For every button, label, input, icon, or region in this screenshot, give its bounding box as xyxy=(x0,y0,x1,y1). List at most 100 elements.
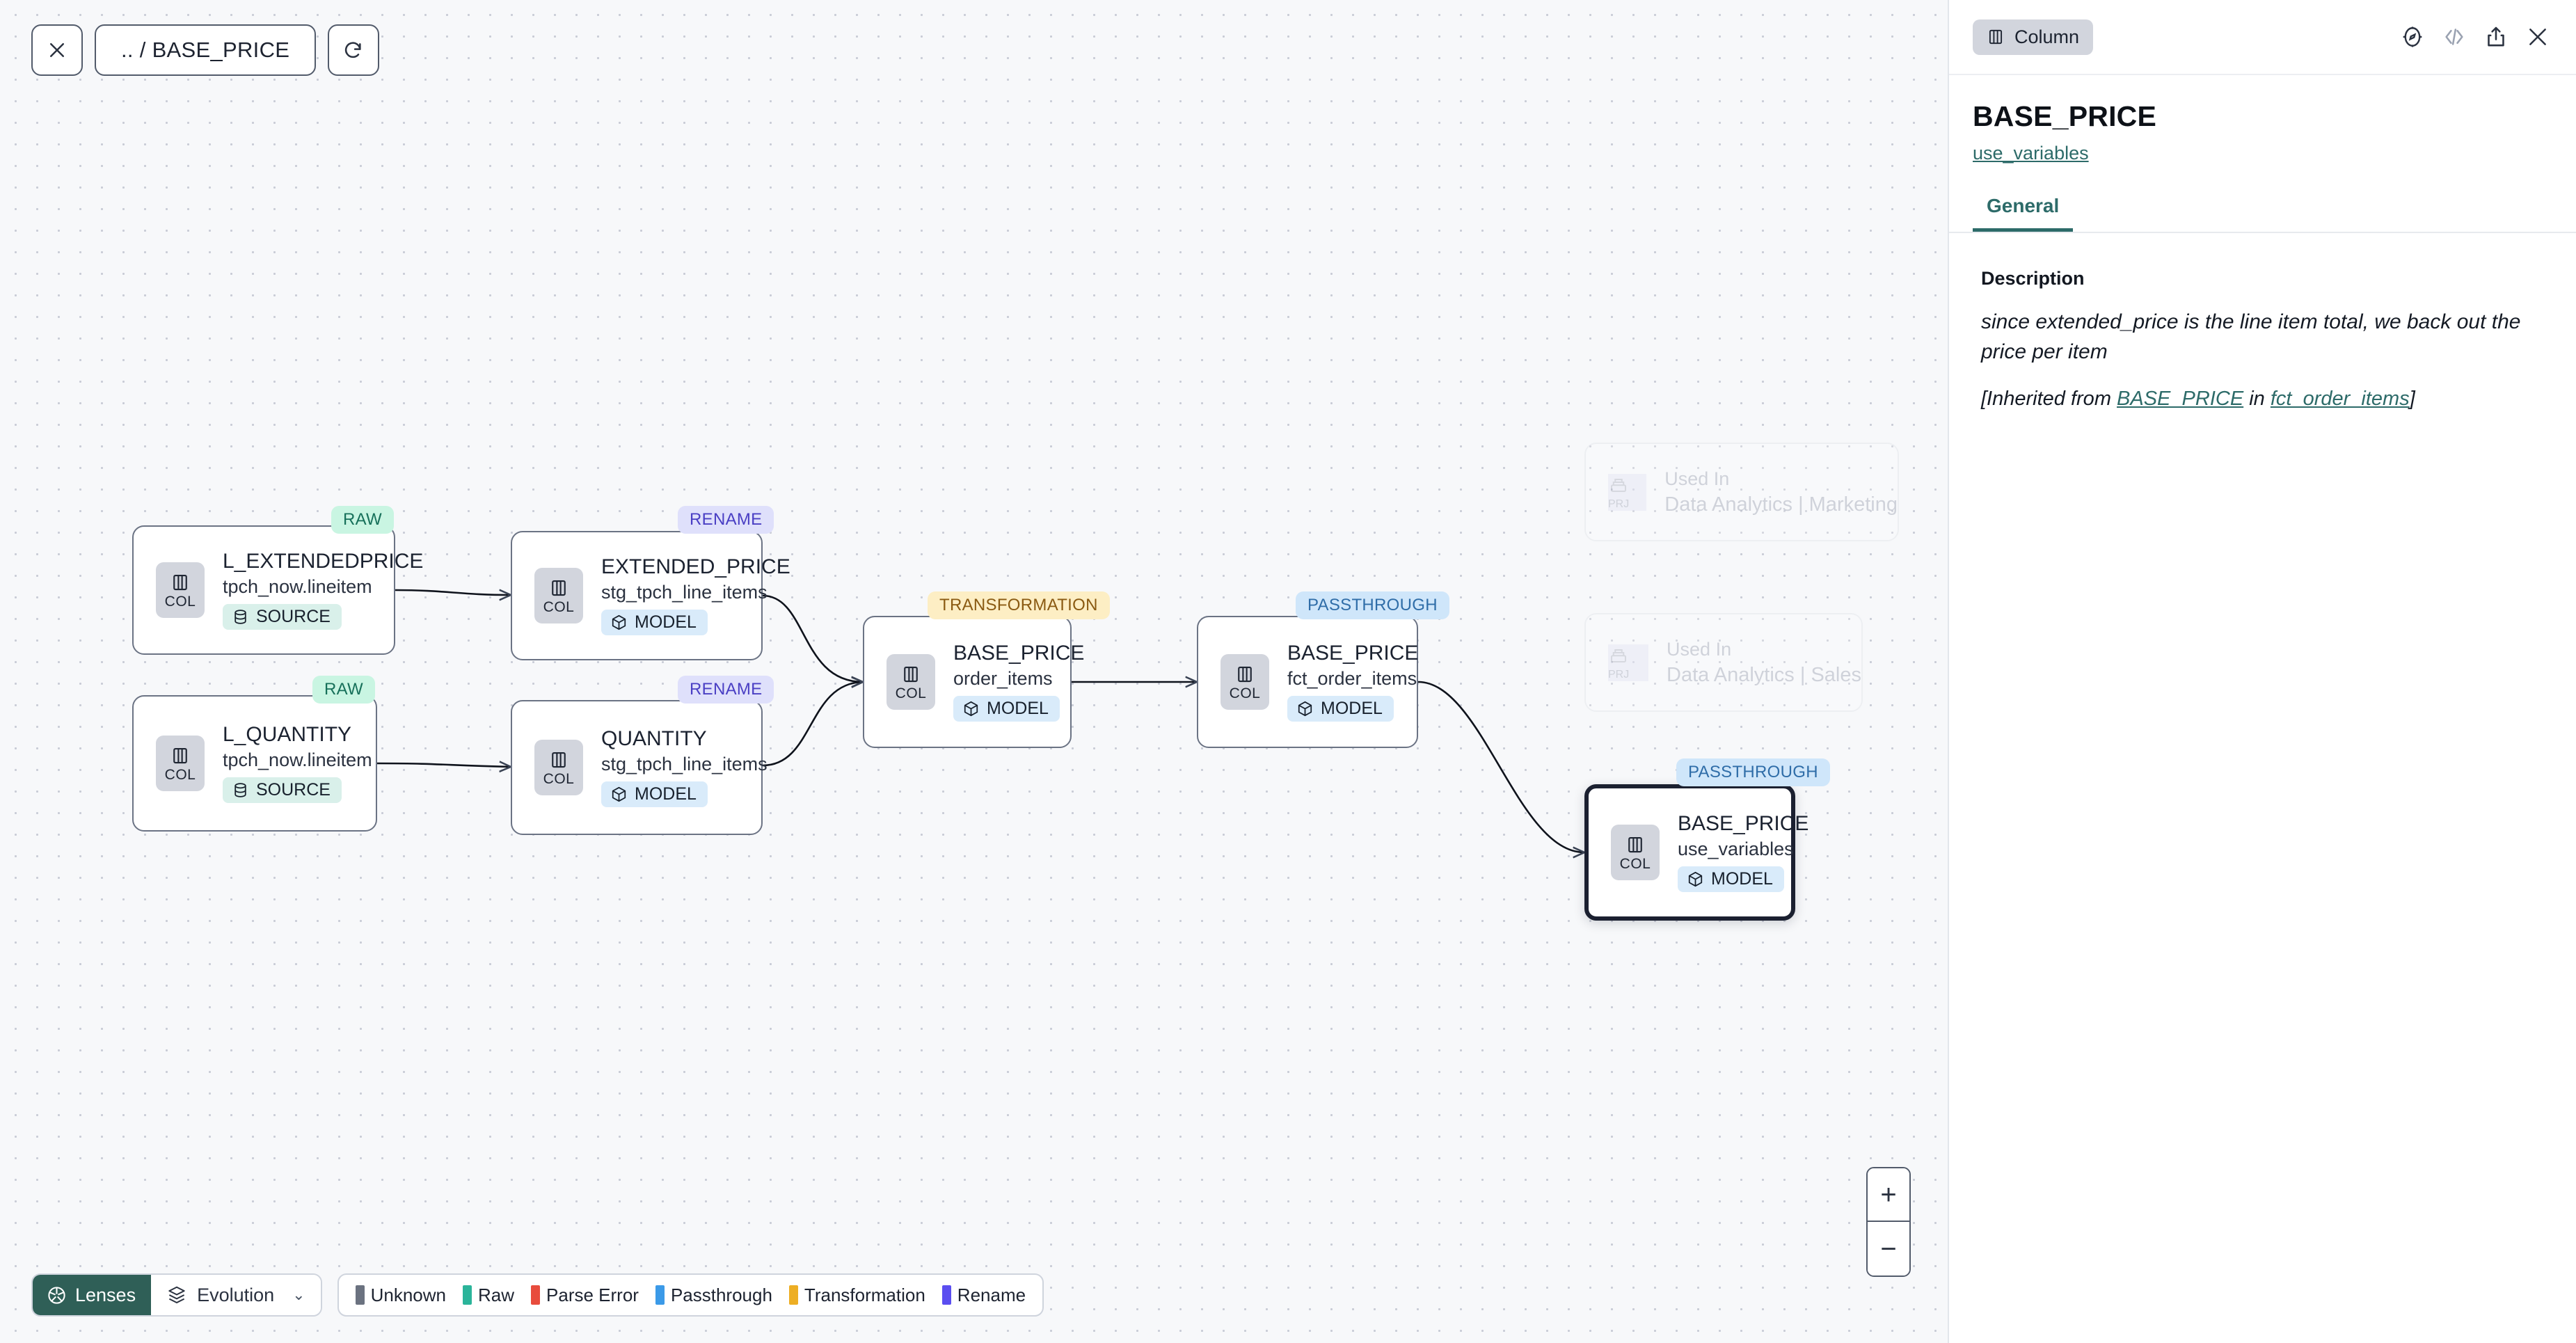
ghost-type-label: PRJ xyxy=(1608,498,1630,510)
inherited-prefix: [Inherited from xyxy=(1981,388,2117,411)
lineage-legend: Unknown Raw Parse Error Passthrough Transfor… xyxy=(337,1273,1044,1317)
description-section: Description since extended_price is the … xyxy=(1949,233,2576,413)
node-type-chip: COL xyxy=(534,568,583,623)
column-icon xyxy=(904,666,918,682)
legend-item[interactable]: Parse Error xyxy=(531,1285,639,1306)
node-materialization-label: MODEL xyxy=(1711,868,1773,889)
node-type-chip: COL xyxy=(534,740,583,795)
node-subtitle: use_variables xyxy=(1678,838,1794,859)
legend-swatch xyxy=(355,1285,365,1305)
used-in-label: Used In xyxy=(1664,468,1730,489)
panel-title-block: BASE_PRICE use_variables xyxy=(1949,75,2576,164)
node-kind-tag-quantity: RENAME xyxy=(678,676,774,704)
tab-general[interactable]: General xyxy=(1973,195,2074,232)
zoom-in-button[interactable]: + xyxy=(1868,1168,1909,1222)
legend-label: Unknown xyxy=(370,1284,446,1305)
aperture-icon xyxy=(48,1286,65,1304)
node-kind-tag-l_quantity: RAW xyxy=(312,676,376,704)
node-type-label: COL xyxy=(543,770,575,787)
legend-item[interactable]: Rename xyxy=(941,1285,1026,1306)
node-title: BASE_PRICE xyxy=(1287,642,1419,665)
layers-icon xyxy=(168,1286,185,1303)
legend-swatch xyxy=(463,1285,472,1305)
node-title: QUANTITY xyxy=(601,727,707,751)
close-panel-icon[interactable] xyxy=(2526,25,2550,49)
cube-icon xyxy=(1298,701,1312,716)
inherited-mid: in xyxy=(2243,388,2271,411)
node-type-label: COL xyxy=(164,766,196,783)
node-title: BASE_PRICE xyxy=(953,642,1085,665)
column-icon xyxy=(552,580,566,596)
node-materialization-badge: MODEL xyxy=(601,781,708,807)
zoom-controls: + − xyxy=(1866,1167,1911,1277)
legend-item[interactable]: Passthrough xyxy=(655,1285,772,1306)
ghost-type-chip: PRJ xyxy=(1608,644,1649,681)
node-materialization-badge: SOURCE xyxy=(223,603,342,630)
node-subtitle: tpch_now.lineitem xyxy=(223,575,372,597)
close-icon xyxy=(50,43,64,57)
legend-item[interactable]: Unknown xyxy=(355,1284,446,1306)
node-type-chip: COL xyxy=(1221,654,1269,710)
compass-icon[interactable] xyxy=(2401,25,2424,49)
node-kind-tag-use_variables: PASSTHROUGH xyxy=(1676,758,1830,786)
chevron-down-icon: ⌄ xyxy=(292,1286,305,1303)
parent-model-link[interactable]: use_variables xyxy=(1973,143,2089,164)
node-materialization-label: MODEL xyxy=(635,612,697,632)
node-type-label: COL xyxy=(543,598,575,615)
node-materialization-label: SOURCE xyxy=(256,779,331,800)
evolution-dropdown[interactable]: Evolution ⌄ xyxy=(151,1275,321,1315)
legend-label: Parse Error xyxy=(546,1284,639,1305)
project-icon xyxy=(1611,649,1626,662)
used-in-node[interactable]: PRJ Used In Data Analytics | Marketing xyxy=(1584,443,1899,541)
entity-type-badge[interactable]: Column xyxy=(1973,19,2094,55)
breadcrumb-button[interactable]: .. / BASE_PRICE xyxy=(95,24,317,76)
node-materialization-badge: MODEL xyxy=(1287,695,1394,722)
lenses-group: Lenses Evolution ⌄ xyxy=(31,1273,322,1317)
cube-icon xyxy=(612,614,626,630)
node-materialization-label: MODEL xyxy=(635,784,697,804)
share-icon[interactable] xyxy=(2484,25,2508,49)
legend-item[interactable]: Transformation xyxy=(788,1285,925,1306)
node-subtitle: order_items xyxy=(953,667,1053,689)
canvas-toolbar: .. / BASE_PRICE xyxy=(31,24,380,76)
inherited-model-link[interactable]: fct_order_items xyxy=(2270,388,2410,411)
database-icon xyxy=(234,610,246,624)
ghost-body: Used In Data Analytics | Marketing xyxy=(1664,468,1898,516)
node-type-label: COL xyxy=(1619,855,1651,872)
column-icon xyxy=(1989,29,2003,45)
legend-item[interactable]: Raw xyxy=(463,1285,514,1306)
legend-swatch xyxy=(941,1285,951,1305)
refresh-icon xyxy=(345,42,361,58)
lenses-button[interactable]: Lenses xyxy=(33,1275,152,1315)
node-materialization-label: SOURCE xyxy=(256,606,331,626)
entity-type-label: Column xyxy=(2014,26,2080,47)
refresh-button[interactable] xyxy=(328,24,380,76)
page-title: BASE_PRICE xyxy=(1973,100,2157,132)
inherited-column-link[interactable]: BASE_PRICE xyxy=(2117,388,2244,411)
code-icon[interactable] xyxy=(2442,25,2466,49)
close-lineage-button[interactable] xyxy=(31,24,83,76)
node-kind-tag-extended_price: RENAME xyxy=(678,506,774,534)
zoom-out-button[interactable]: − xyxy=(1868,1222,1909,1276)
used-in-label: Used In xyxy=(1667,638,1732,660)
node-title: L_EXTENDEDPRICE xyxy=(223,550,424,573)
used-in-project: Data Analytics | Marketing xyxy=(1664,493,1898,516)
node-materialization-badge: MODEL xyxy=(601,609,708,635)
cube-icon xyxy=(964,701,978,716)
description-text: since extended_price is the line item to… xyxy=(1981,310,2521,363)
